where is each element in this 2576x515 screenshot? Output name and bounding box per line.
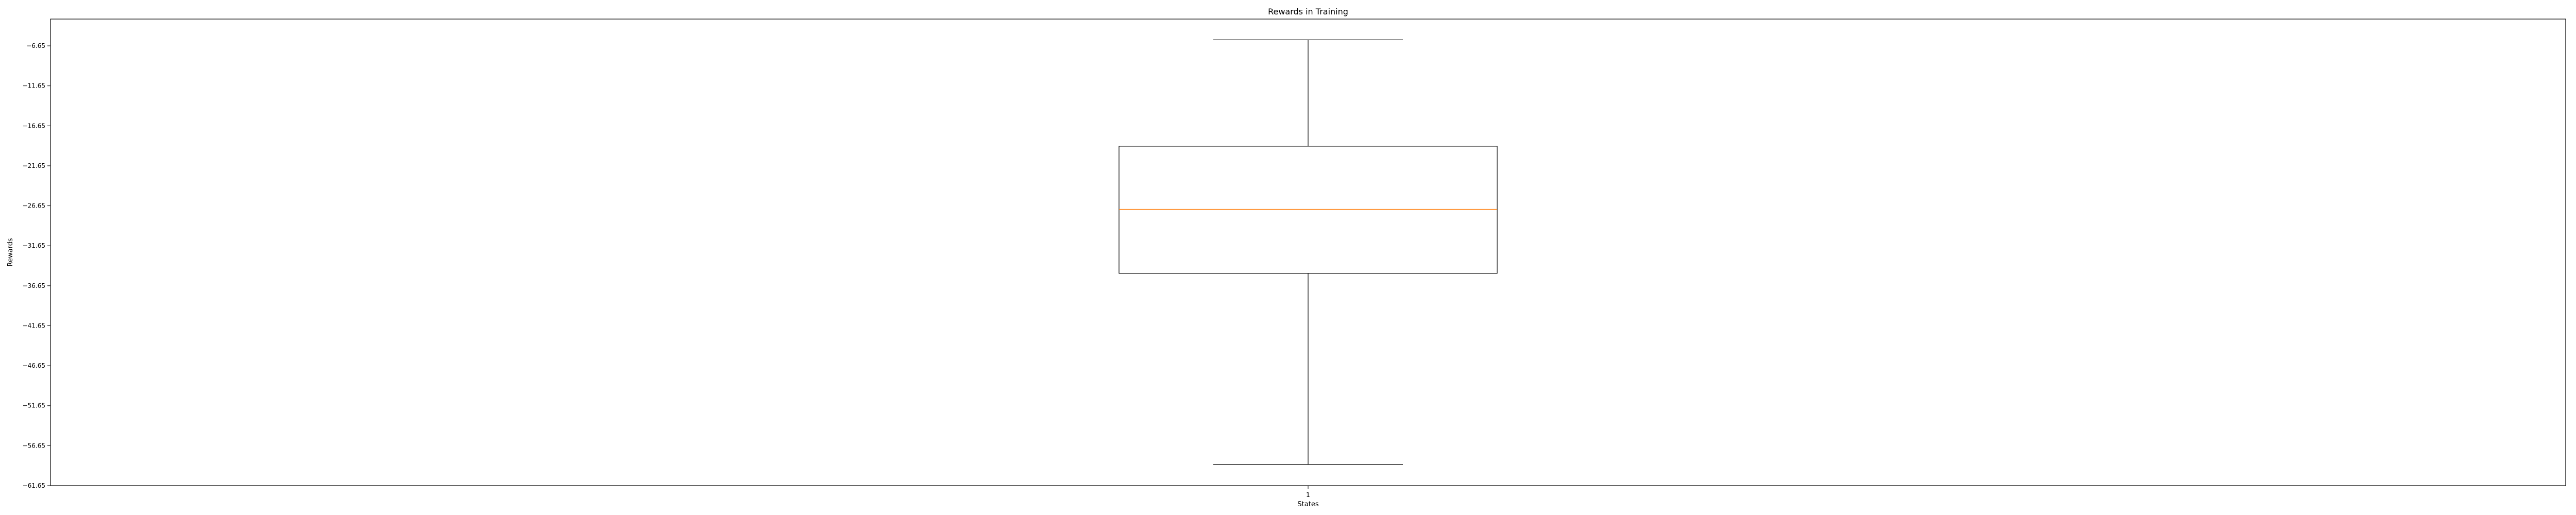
y-tick-label: −16.65 bbox=[23, 122, 45, 129]
box-series bbox=[1118, 39, 1498, 465]
y-tick-label: −31.65 bbox=[23, 242, 45, 249]
y-tick-label: −11.65 bbox=[23, 82, 45, 90]
y-tick-label: −21.65 bbox=[23, 162, 45, 169]
y-tick-label: −61.65 bbox=[23, 482, 45, 489]
y-tick-label: −36.65 bbox=[23, 282, 45, 289]
x-axis-label: States bbox=[1297, 501, 1318, 508]
y-tick-label: −56.65 bbox=[23, 442, 45, 449]
y-tick-label: −46.65 bbox=[23, 362, 45, 369]
y-tick-label: −51.65 bbox=[23, 402, 45, 409]
y-tick-label: −26.65 bbox=[23, 202, 45, 210]
y-tick-label: −41.65 bbox=[23, 322, 45, 329]
y-tick-label: −6.65 bbox=[26, 42, 45, 49]
interquartile-box bbox=[1118, 146, 1498, 274]
x-axis: 1 bbox=[1306, 486, 1310, 499]
chart-title: Rewards in Training bbox=[1268, 7, 1348, 16]
x-tick-label: 1 bbox=[1306, 491, 1310, 499]
y-axis: −6.65 −11.65 −16.65 −21.65 −26.65 −31.65 −36.6… bbox=[23, 42, 50, 489]
y-axis-label: Rewards bbox=[7, 238, 14, 266]
